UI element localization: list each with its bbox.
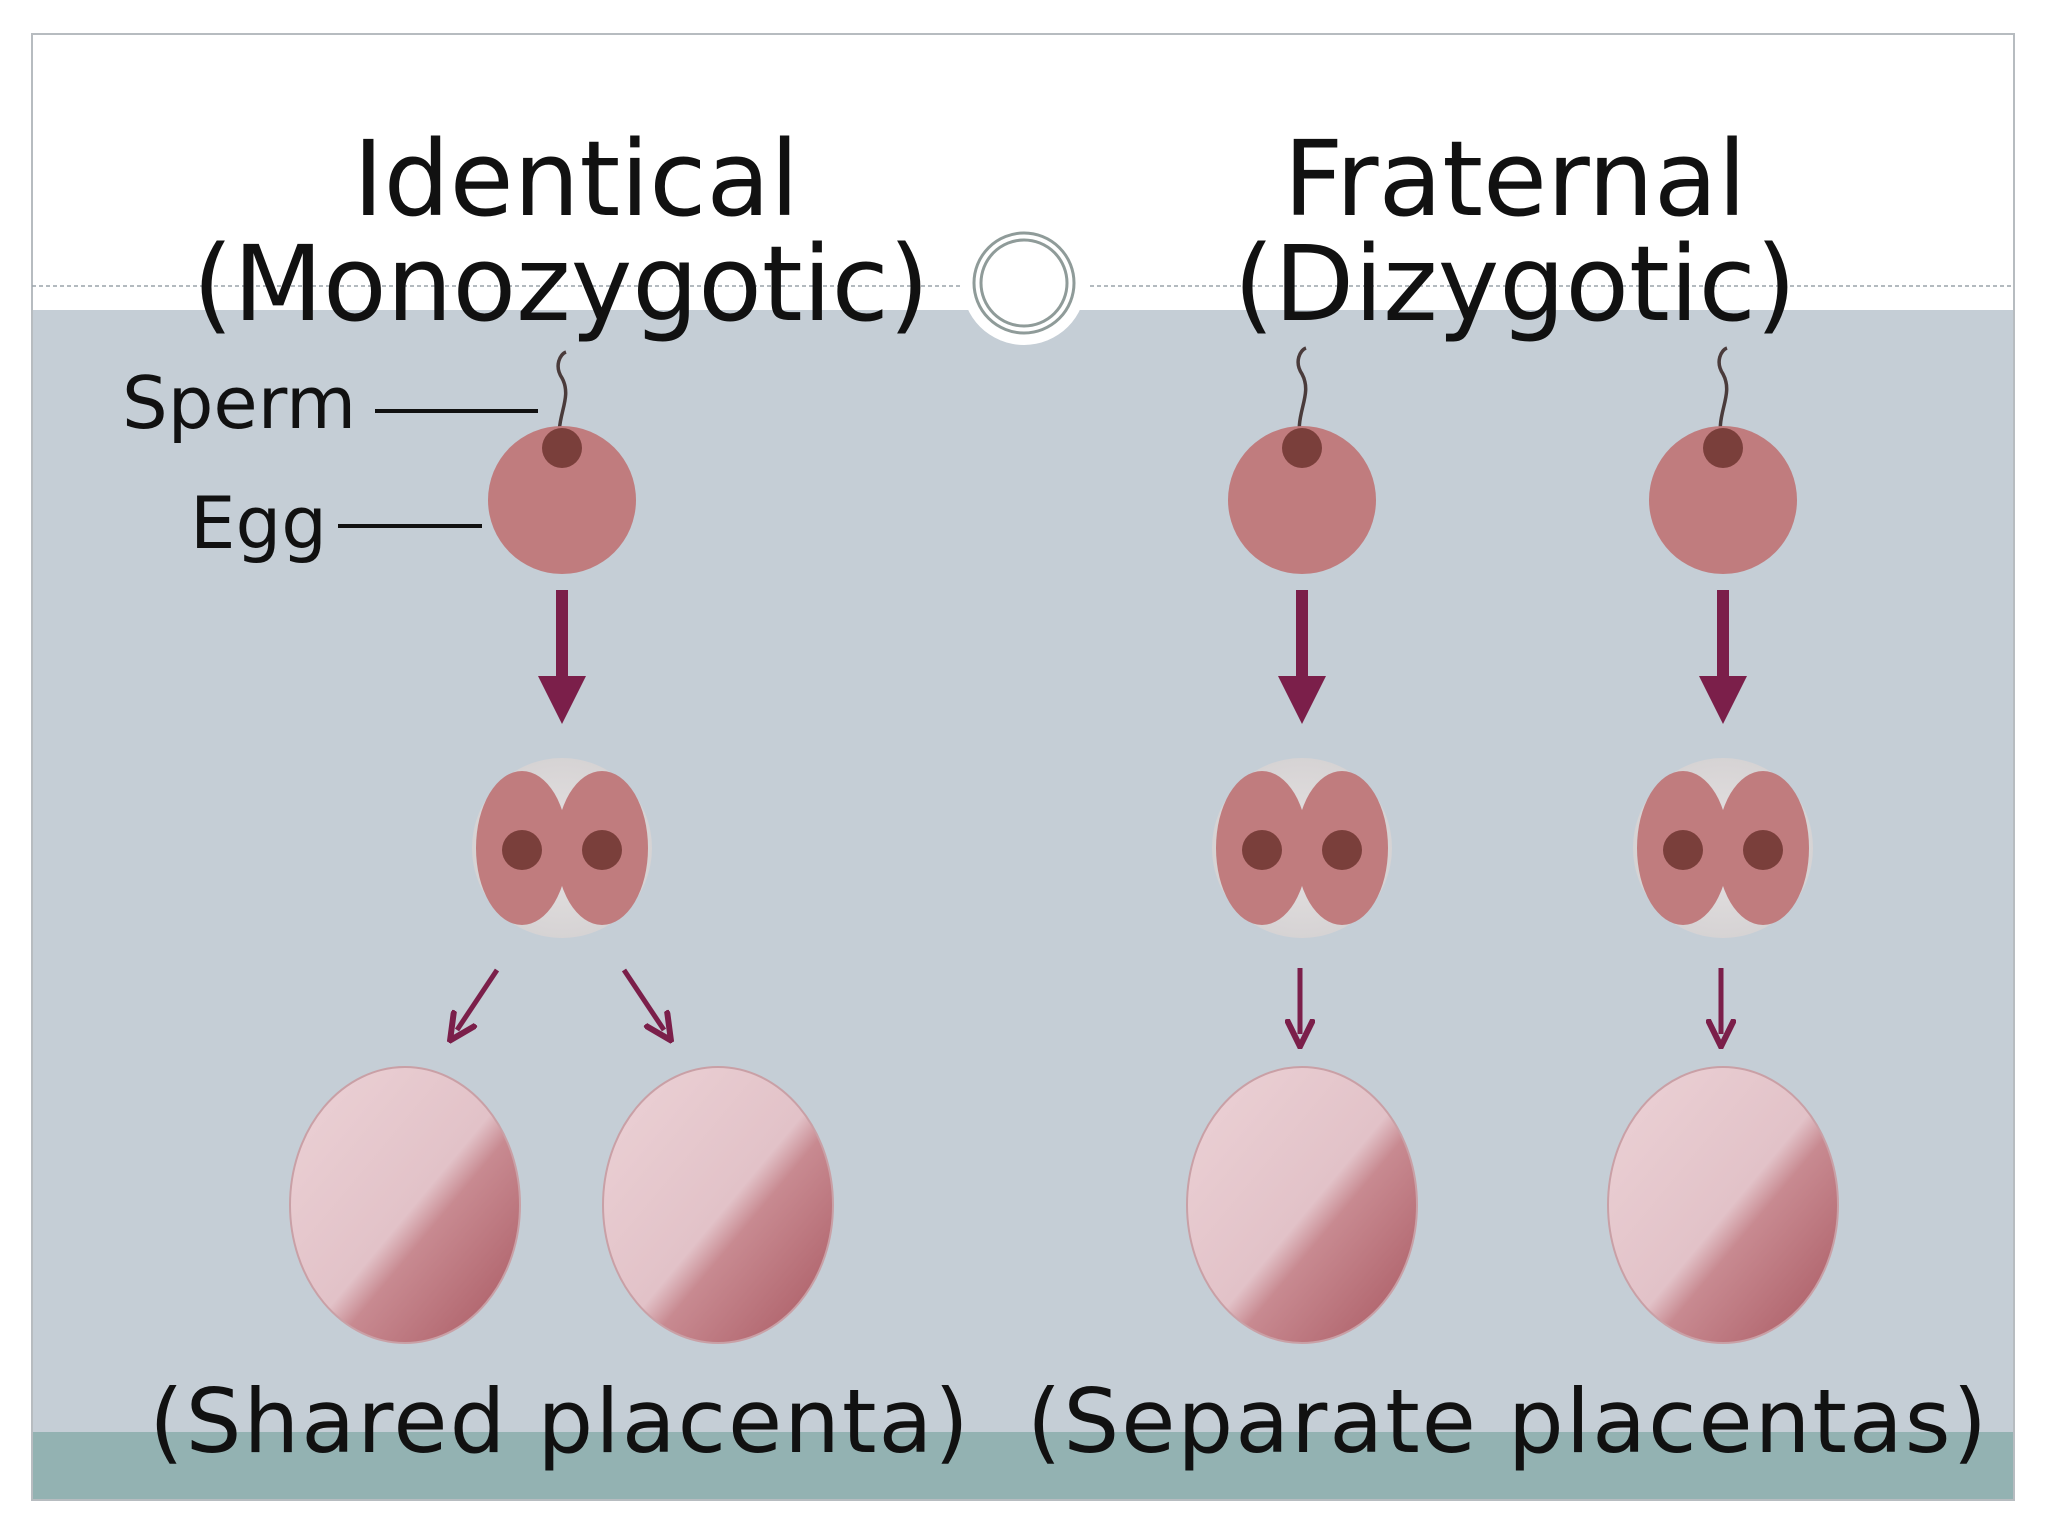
fraternal-two-cell-embryo-2 xyxy=(1633,758,1813,938)
center-circle-icon xyxy=(962,221,1086,345)
fraternal-placenta-1 xyxy=(1187,1067,1417,1343)
fraternal-subtitle: (Dizygotic) xyxy=(1234,223,1797,345)
shared-placenta-caption: (Shared placenta) xyxy=(149,1370,970,1473)
fraternal-title: Fraternal xyxy=(1284,118,1747,240)
sperm-label: Sperm xyxy=(122,361,356,445)
identical-title: Identical xyxy=(353,118,799,240)
identical-subtitle: (Monozygotic) xyxy=(193,223,930,345)
fraternal-two-cell-embryo-1 xyxy=(1212,758,1392,938)
egg-label: Egg xyxy=(190,481,327,565)
fraternal-placenta-2 xyxy=(1608,1067,1838,1343)
identical-placenta-left xyxy=(290,1067,520,1343)
separate-placentas-caption: (Separate placentas) xyxy=(1027,1370,1989,1473)
identical-placenta-right xyxy=(603,1067,833,1343)
identical-two-cell-embryo xyxy=(472,758,652,938)
